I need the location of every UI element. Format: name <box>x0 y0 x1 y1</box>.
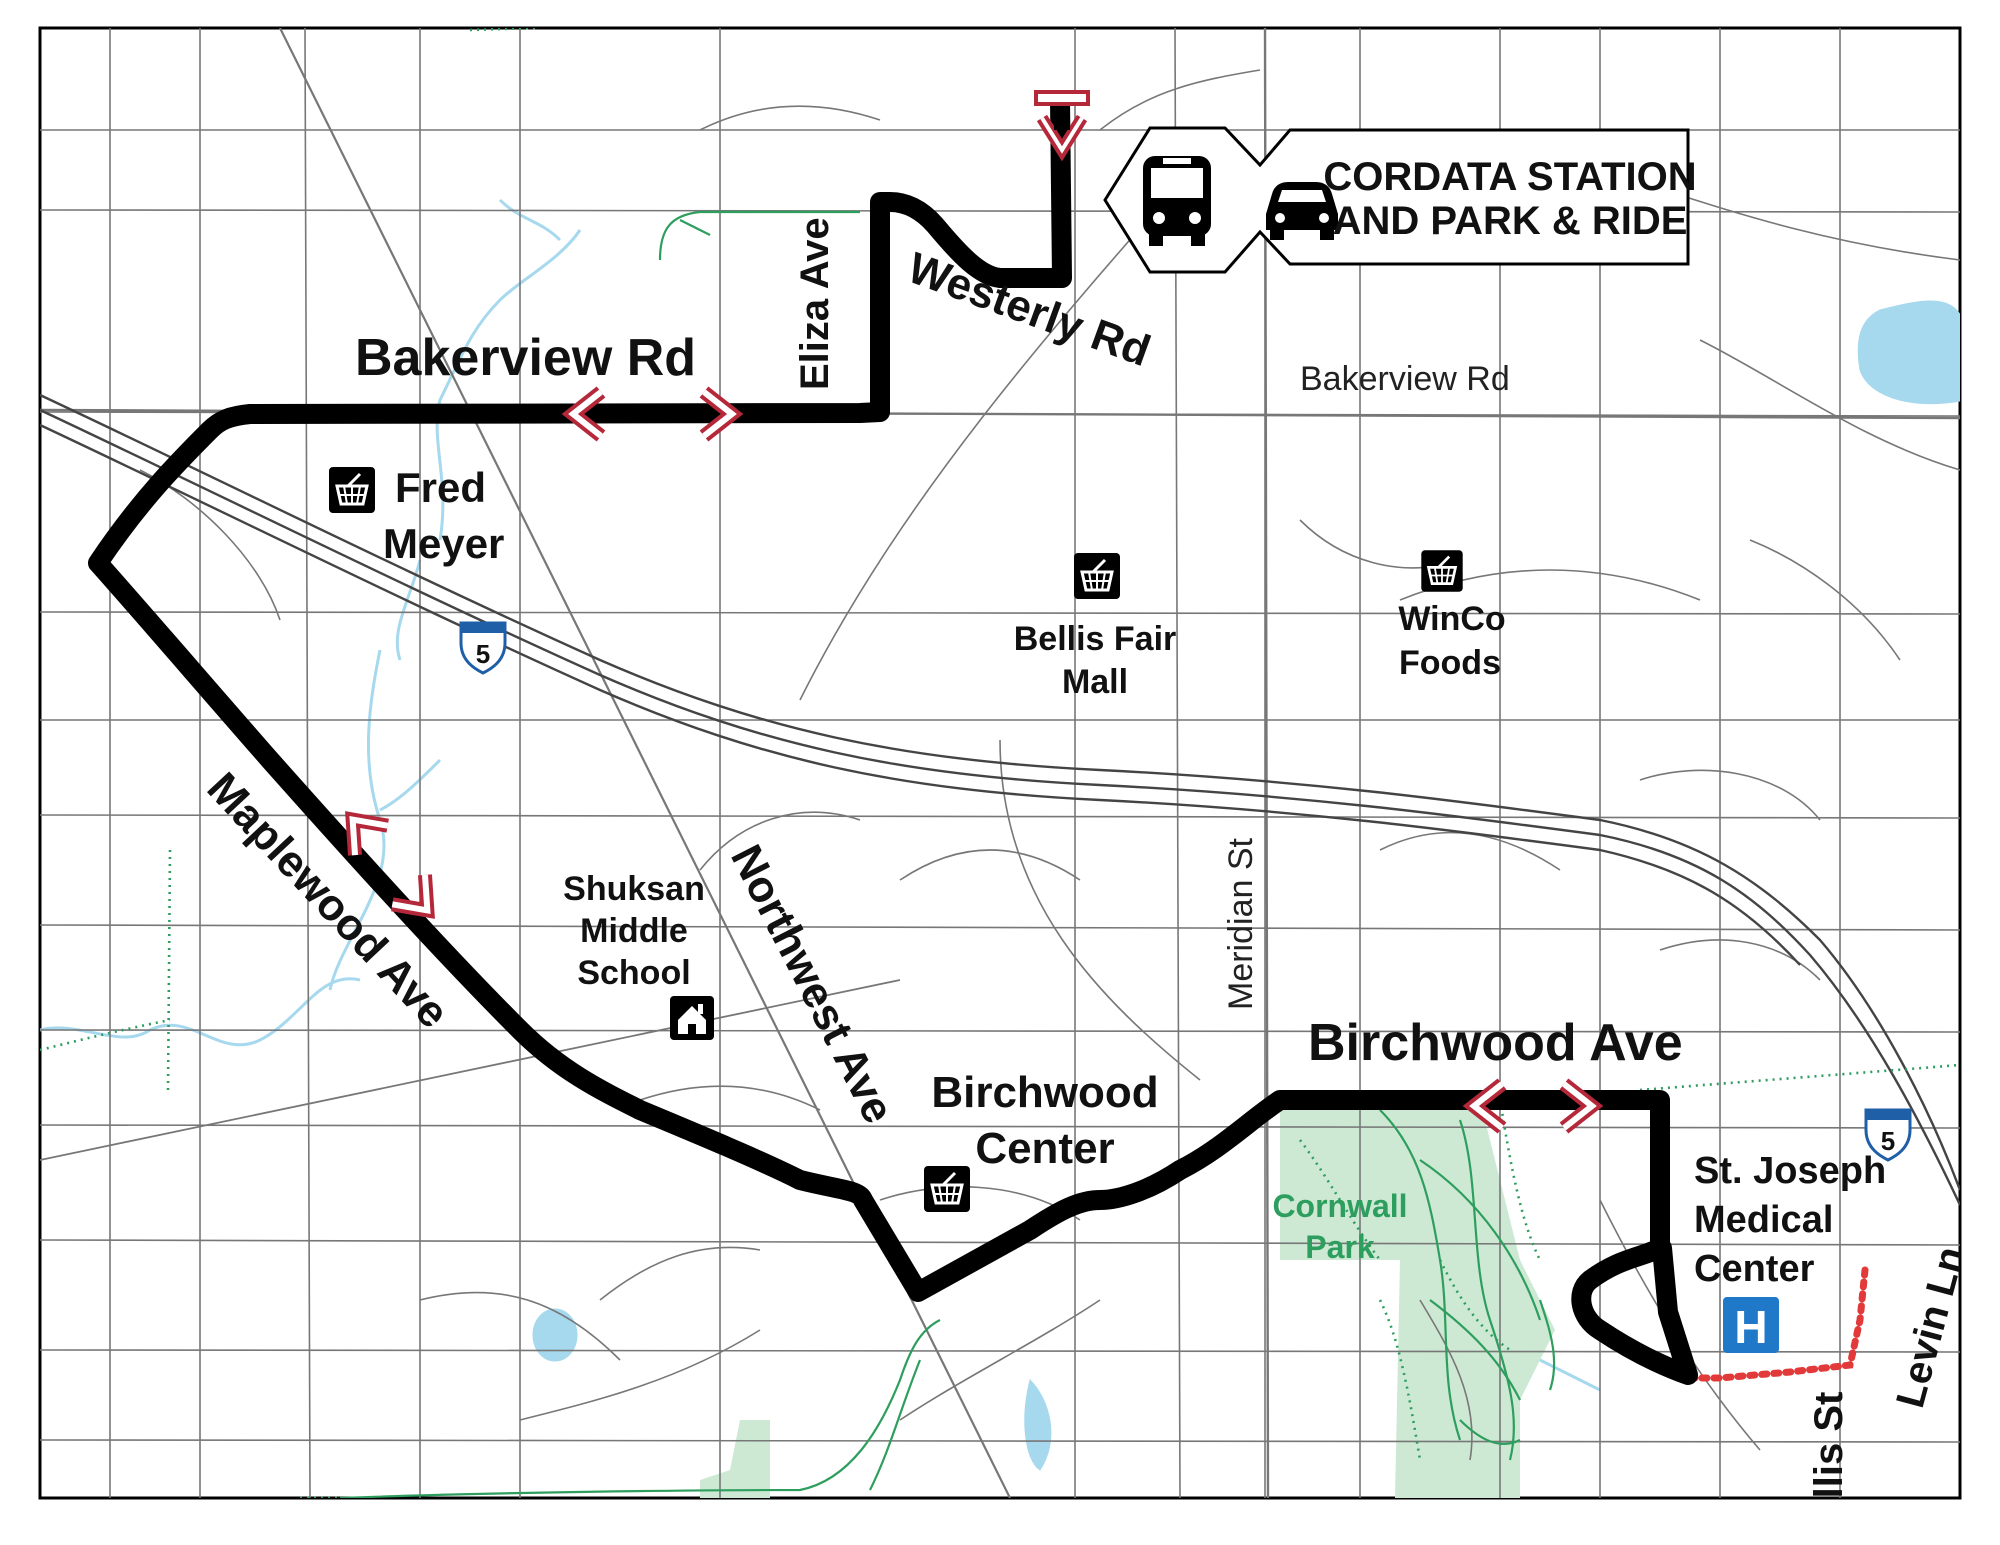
svg-text:Medical: Medical <box>1694 1199 1833 1241</box>
cordata-station-callout: CORDATA STATION AND PARK & RIDE <box>1103 126 1697 274</box>
svg-text:Middle: Middle <box>580 912 688 950</box>
route-entry-marker <box>1034 90 1090 162</box>
svg-text:Birchwood: Birchwood <box>931 1068 1158 1117</box>
svg-text:Bellis Fair: Bellis Fair <box>1014 620 1177 658</box>
shopping-basket-icon <box>1072 551 1122 601</box>
svg-text:Mall: Mall <box>1062 663 1128 701</box>
place-label-st-joseph: St. Joseph Medical Center <box>1694 1150 1886 1290</box>
dotted-trails <box>40 28 1960 1498</box>
shopping-basket-icon <box>327 465 377 515</box>
car-icon <box>1266 182 1338 240</box>
svg-text:St. Joseph: St. Joseph <box>1694 1150 1886 1192</box>
bus-icon <box>1143 156 1211 246</box>
interstate-5 <box>40 393 1960 1206</box>
svg-text:Center: Center <box>975 1124 1114 1173</box>
svg-text:Park: Park <box>1305 1229 1375 1265</box>
park-area-south <box>700 1420 770 1498</box>
interstate-shield-north: 5 <box>459 621 507 675</box>
svg-text:Center: Center <box>1694 1248 1815 1290</box>
interstate-shield-east: 5 <box>1864 1108 1912 1162</box>
shopping-basket-icon <box>922 1164 972 1214</box>
place-label-winco: WinCo Foods <box>1398 600 1505 682</box>
place-label-cornwall-park: Cornwall Park <box>1272 1188 1407 1265</box>
place-label-bellis-fair: Bellis Fair Mall <box>1014 620 1177 701</box>
svg-text:5: 5 <box>1881 1126 1895 1156</box>
cornwall-park-area <box>1280 1100 1555 1498</box>
station-name-line1: CORDATA STATION <box>1323 155 1696 199</box>
station-name-line2: AND PARK & RIDE <box>1333 199 1688 243</box>
svg-text:H: H <box>1734 1301 1767 1353</box>
street-label-bakerview: Bakerview Rd <box>355 329 696 387</box>
svg-text:WinCo: WinCo <box>1398 600 1505 638</box>
street-label-eliza: Eliza Ave <box>793 217 837 390</box>
svg-text:5: 5 <box>476 639 490 669</box>
street-label-bakerview-minor: Bakerview Rd <box>1300 360 1510 398</box>
walking-path <box>1686 1266 1869 1382</box>
street-label-birchwood: Birchwood Ave <box>1308 1014 1683 1072</box>
svg-text:Fred: Fred <box>395 464 486 511</box>
place-label-fred-meyer: Fred Meyer <box>383 464 504 567</box>
street-label-ellis: Ellis St <box>1807 1392 1851 1525</box>
svg-text:Shuksan: Shuksan <box>563 870 705 908</box>
bus-route-line <box>88 90 1698 1385</box>
shopping-basket-icon <box>1419 548 1465 594</box>
hospital-icon: H <box>1723 1297 1779 1353</box>
place-label-birchwood-center: Birchwood Center <box>931 1068 1158 1173</box>
svg-text:Cornwall: Cornwall <box>1272 1188 1407 1224</box>
svg-text:Foods: Foods <box>1399 644 1501 682</box>
school-icon <box>670 996 714 1040</box>
svg-text:Meyer: Meyer <box>383 520 504 567</box>
svg-text:School: School <box>577 954 690 992</box>
place-label-shuksan-middle-school: Shuksan Middle School <box>563 870 705 992</box>
street-label-meridian: Meridian St <box>1222 837 1260 1010</box>
